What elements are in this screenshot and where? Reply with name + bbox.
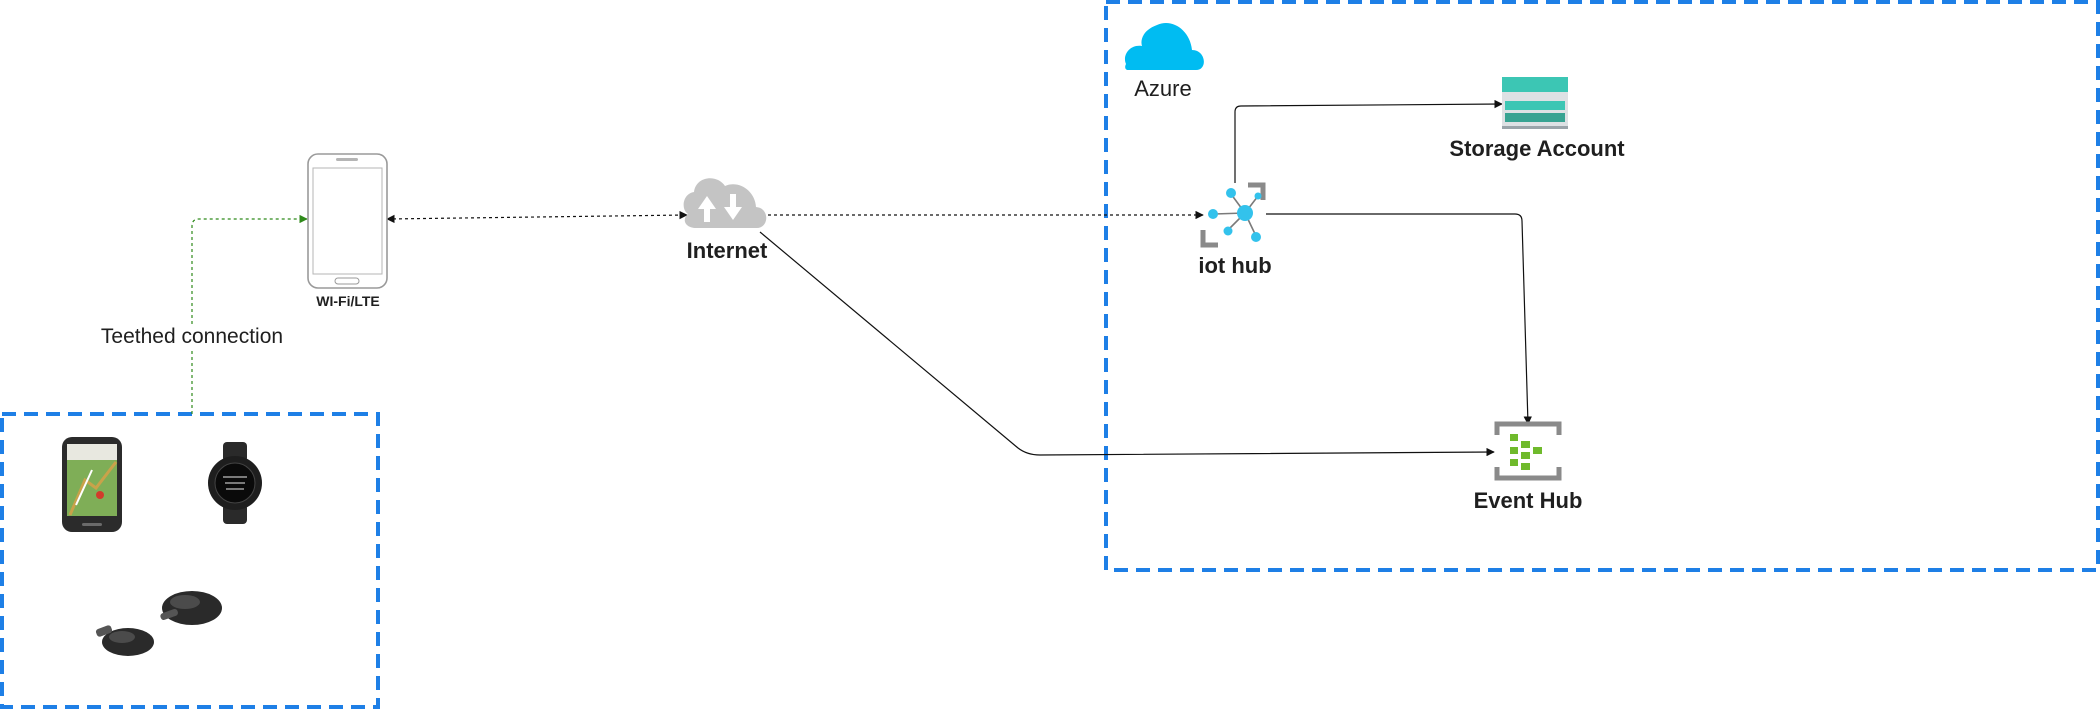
iothub-storage-arrow bbox=[1234, 99, 1503, 183]
bike-computer-icon bbox=[62, 437, 122, 532]
devices-group-box bbox=[0, 412, 380, 709]
internet-eventhub-arrow bbox=[759, 231, 1495, 457]
internet-cloud-icon bbox=[683, 178, 767, 228]
event-hub-label: Event Hub bbox=[1473, 488, 1583, 513]
storage-account-label: Storage Account bbox=[1449, 136, 1625, 161]
internet-label: Internet bbox=[686, 238, 768, 263]
azure-group-box bbox=[1104, 0, 2100, 572]
storage-account-icon bbox=[1502, 77, 1568, 129]
iothub-eventhub-arrow bbox=[1266, 213, 1532, 425]
smartwatch-icon bbox=[208, 442, 262, 524]
event-hub-icon bbox=[1494, 421, 1562, 481]
phone-internet-link bbox=[386, 210, 688, 224]
power-pedals-icon bbox=[95, 591, 222, 656]
iot-hub-icon bbox=[1200, 182, 1266, 248]
tethered-connection-line bbox=[191, 214, 308, 414]
iot-hub-label: iot hub bbox=[1198, 253, 1272, 278]
azure-cloud-icon bbox=[1124, 22, 1204, 70]
smartphone-icon bbox=[307, 153, 388, 289]
tethered-connection-label: Teethed connection bbox=[98, 325, 286, 349]
azure-label: Azure bbox=[1134, 76, 1192, 101]
phone-label: WI-Fi/LTE bbox=[316, 293, 380, 309]
